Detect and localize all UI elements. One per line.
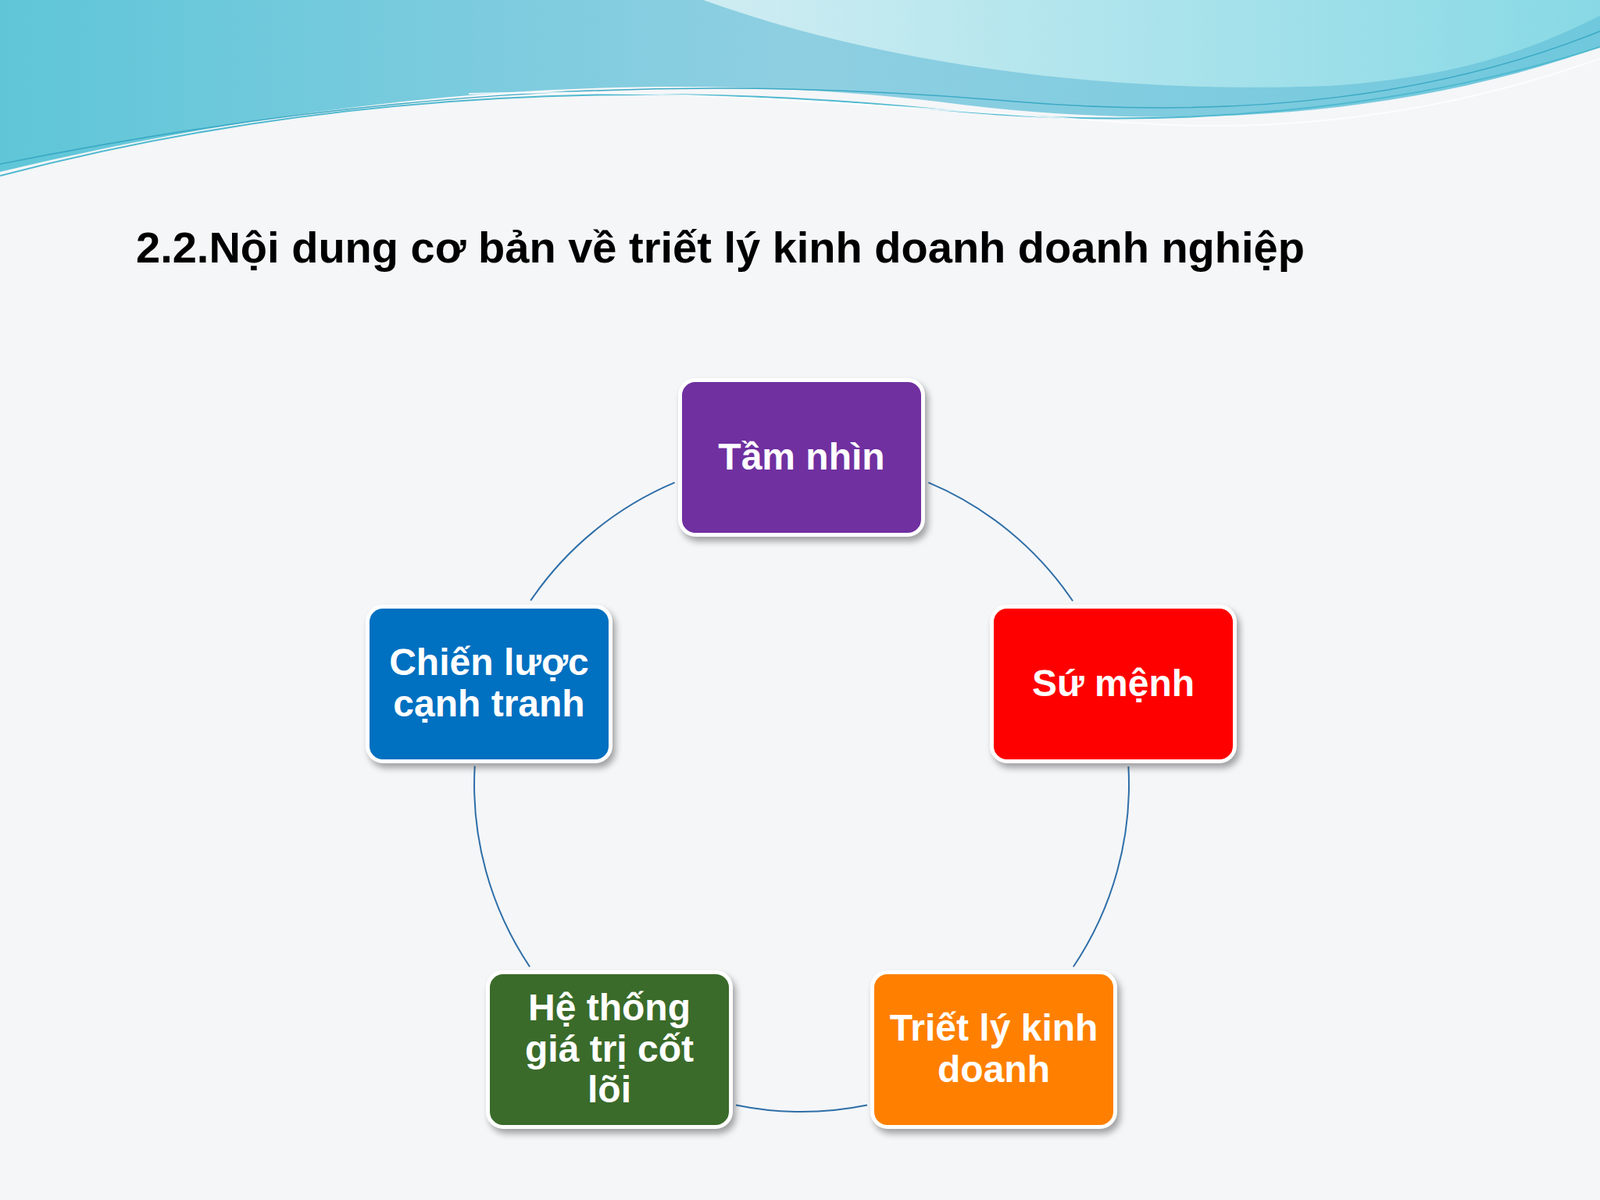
cycle-connector	[474, 766, 530, 968]
cycle-connector	[735, 1105, 868, 1113]
cycle-connector	[928, 482, 1073, 602]
cycle-connector	[530, 482, 675, 601]
concept-box: Tầm nhìn	[678, 378, 925, 537]
cycle-connector	[1073, 766, 1129, 967]
box-label: Sứ mệnh	[1032, 663, 1195, 705]
concept-box: Chiến lược cạnh tranh	[365, 604, 613, 764]
slide-title: 2.2.Nội dung cơ bản về triết lý kinh doa…	[135, 221, 1305, 273]
box-label: Tầm nhìn	[717, 436, 885, 479]
concept-box: Sứ mệnh	[989, 604, 1237, 764]
concept-box: Triết lý kinh doanh	[870, 970, 1118, 1129]
box-label: Triết lý kinh doanh	[888, 1007, 1100, 1091]
box-label: Chiến lược cạnh tranh	[383, 642, 595, 725]
box-label: Hệ thống giá trị cốt lõi	[503, 987, 715, 1111]
concept-box: Hệ thống giá trị cốt lõi	[485, 970, 733, 1129]
